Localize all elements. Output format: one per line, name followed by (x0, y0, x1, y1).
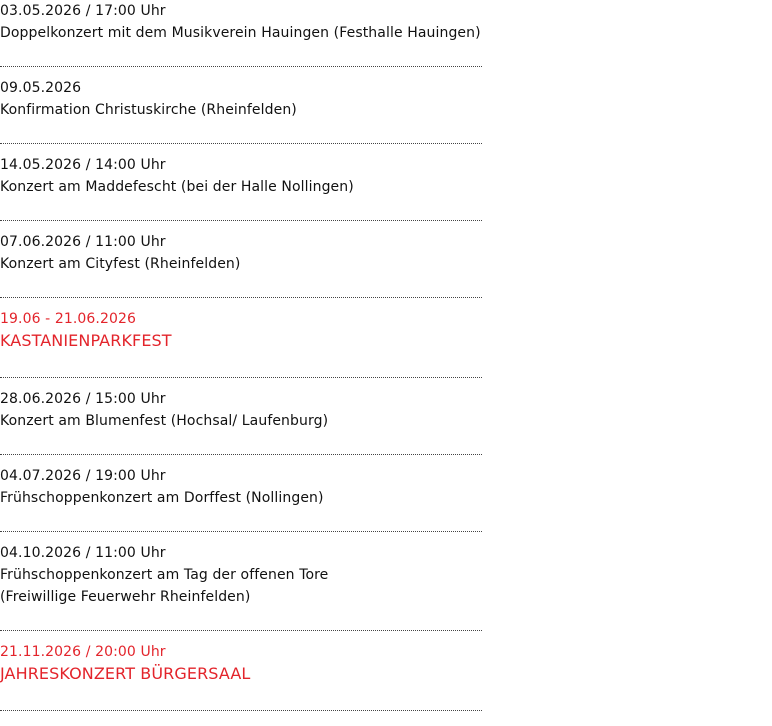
dotted-separator (0, 377, 482, 378)
event-date: 09.05.2026 (0, 80, 82, 96)
event-date: 14.05.2026 / 14:00 Uhr (0, 157, 166, 173)
event-date: 19.06 - 21.06.2026 (0, 311, 136, 327)
event-item-highlight: 21.11.2026 / 20:00 Uhr JAHRESKONZERT BÜR… (0, 641, 482, 711)
event-item: 14.05.2026 / 14:00 Uhr Konzert am Maddef… (0, 154, 482, 221)
event-date: 04.07.2026 / 19:00 Uhr (0, 468, 166, 484)
event-title: Doppelkonzert mit dem Musikverein Hauing… (0, 25, 481, 41)
event-title: Konfirmation Christuskirche (Rheinfelden… (0, 102, 297, 118)
event-date: 04.10.2026 / 11:00 Uhr (0, 545, 166, 561)
event-title: KASTANIENPARKFEST (0, 331, 172, 350)
event-title: Konzert am Cityfest (Rheinfelden) (0, 256, 241, 272)
event-list: 03.05.2026 / 17:00 Uhr Doppelkonzert mit… (0, 0, 482, 711)
event-item: 03.05.2026 / 17:00 Uhr Doppelkonzert mit… (0, 0, 482, 67)
dotted-separator (0, 630, 482, 631)
event-item-highlight: 19.06 - 21.06.2026 KASTANIENPARKFEST (0, 308, 482, 378)
event-date: 21.11.2026 / 20:00 Uhr (0, 644, 166, 660)
event-title: JAHRESKONZERT BÜRGERSAAL (0, 664, 251, 683)
event-date: 03.05.2026 / 17:00 Uhr (0, 3, 166, 19)
event-date: 07.06.2026 / 11:00 Uhr (0, 234, 166, 250)
dotted-separator (0, 710, 482, 711)
dotted-separator (0, 454, 482, 455)
dotted-separator (0, 297, 482, 298)
event-item: 28.06.2026 / 15:00 Uhr Konzert am Blumen… (0, 388, 482, 455)
event-title: Konzert am Blumenfest (Hochsal/ Laufenbu… (0, 413, 329, 429)
event-date: 28.06.2026 / 15:00 Uhr (0, 391, 166, 407)
dotted-separator (0, 143, 482, 144)
dotted-separator (0, 66, 482, 67)
event-item: 04.10.2026 / 11:00 Uhr Frühschoppenkonze… (0, 542, 482, 631)
dotted-separator (0, 531, 482, 532)
event-title: Frühschoppenkonzert am Tag der offenen T… (0, 567, 329, 583)
event-title: Konzert am Maddefescht (bei der Halle No… (0, 179, 354, 195)
dotted-separator (0, 220, 482, 221)
event-title: Frühschoppenkonzert am Dorffest (Nolling… (0, 490, 324, 506)
event-item: 09.05.2026 Konfirmation Christuskirche (… (0, 77, 482, 144)
event-title-line-2: (Freiwillige Feuerwehr Rheinfelden) (0, 589, 251, 605)
event-item: 07.06.2026 / 11:00 Uhr Konzert am Cityfe… (0, 231, 482, 298)
event-item: 04.07.2026 / 19:00 Uhr Frühschoppenkonze… (0, 465, 482, 532)
